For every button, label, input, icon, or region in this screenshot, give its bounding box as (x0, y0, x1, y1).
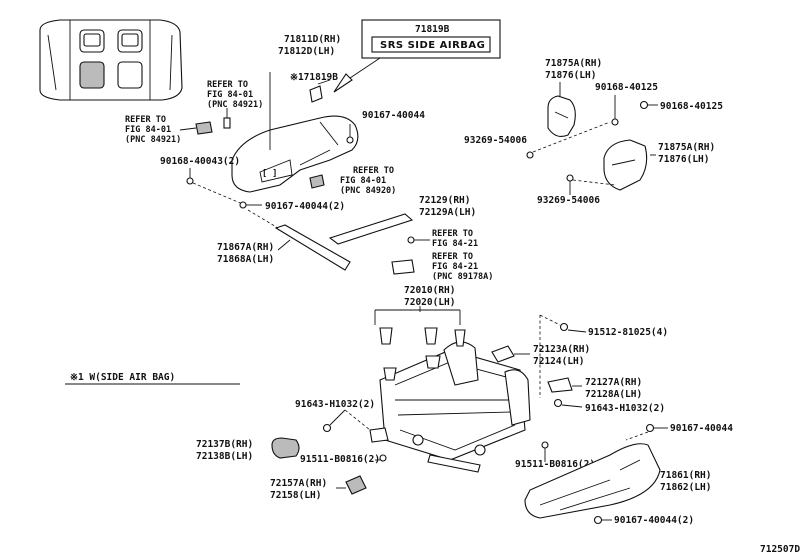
seatback-side-cover: [ ] (231, 115, 359, 193)
ref3-line1: REFER TO (353, 166, 394, 176)
hinge-cover-lower (603, 139, 648, 191)
seat-frame (369, 341, 531, 473)
rail-cover-72129 (328, 213, 414, 245)
label-72124: 72124(LH) (533, 356, 584, 367)
ref1-line1: REFER TO (207, 80, 248, 90)
label-72129: 72129(RH) (419, 195, 470, 206)
label-71867: 71867A(RH) (217, 242, 274, 253)
bolt-93269-a: 93269-54006 (464, 135, 527, 146)
ref1-line3: (PNC 84921) (207, 100, 263, 110)
ref5-line3: (PNC 89178A) (432, 272, 493, 282)
ref3-line2: FIG 84-01 (340, 176, 386, 186)
ref4-line2: FIG 84-21 (432, 239, 478, 249)
label-72010: 72010(RH) (404, 285, 455, 296)
ref2-line3: (PNC 84921) (125, 135, 181, 145)
footnote: ※1 W(SIDE AIR BAG) (70, 372, 175, 383)
car-location-icon (39, 19, 183, 101)
label-71876-b: 71876(LH) (658, 154, 709, 165)
label-71819: ※171819B (290, 72, 338, 83)
bolt-91643-b: 91643-H1032(2) (585, 403, 665, 414)
airbag-part-number: 71819B (415, 24, 450, 35)
bolt-93269-b: 93269-54006 (537, 195, 600, 206)
label-72020: 72020(LH) (404, 297, 455, 308)
airbag-label-box: 71819B SRS SIDE AIRBAG (333, 19, 501, 93)
bolt-91643-a: 91643-H1032(2) (295, 399, 375, 410)
bolt-90167-d: 90167-40044(2) (614, 515, 694, 526)
ref2-line1: REFER TO (125, 115, 166, 125)
bolt-91511-a: 91511-B0816(2) (300, 454, 380, 465)
label-72127: 72127A(RH) (585, 377, 642, 388)
label-71861: 71861(RH) (660, 470, 711, 481)
label-71875-a: 71875A(RH) (545, 58, 602, 69)
ref1-line2: FIG 84-01 (207, 90, 253, 100)
ref5-line1: REFER TO (432, 252, 473, 262)
label-71812: 71812D(LH) (278, 46, 335, 57)
rail-bracket-71867 (274, 224, 351, 271)
diagram-id: 712507D (760, 544, 800, 555)
label-72123: 72123A(RH) (533, 344, 590, 355)
label-72128: 72128A(LH) (585, 389, 642, 400)
label-71876-a: 71876(LH) (545, 70, 596, 81)
label-72137: 72137B(RH) (196, 439, 253, 450)
label-72129a: 72129A(LH) (419, 207, 476, 218)
ref5-line2: FIG 84-21 (432, 262, 478, 272)
label-71862: 71862(LH) (660, 482, 711, 493)
bolt-91512: 91512-81025(4) (588, 327, 668, 338)
label-72138: 72138B(LH) (196, 451, 253, 462)
bolt-90167-b: 90167-40044(2) (265, 201, 345, 212)
bolt-90167-c: 90167-40044 (670, 423, 733, 434)
bolt-91511-b: 91511-B0816(2) (515, 459, 595, 470)
side-shield-71861 (524, 443, 661, 519)
bolt-90167-a: 90167-40044 (362, 110, 425, 121)
airbag-text: SRS SIDE AIRBAG (380, 40, 485, 51)
ref4-line1: REFER TO (432, 229, 473, 239)
bolt-90168-c: 90168-40125 (660, 101, 723, 112)
ref2-line2: FIG 84-01 (125, 125, 171, 135)
bolt-90168-a: 90168-40043(2) (160, 156, 240, 167)
bolt-90168-b: 90168-40125 (595, 82, 658, 93)
label-71811: 71811D(RH) (284, 34, 341, 45)
hinge-cover-upper (547, 95, 576, 137)
label-72158: 72158(LH) (270, 490, 321, 501)
label-71875-b: 71875A(RH) (658, 142, 715, 153)
ref3-line3: (PNC 84920) (340, 186, 396, 196)
label-71868: 71868A(LH) (217, 254, 274, 265)
svg-text:[ ]: [ ] (262, 169, 277, 179)
label-72157: 72157A(RH) (270, 478, 327, 489)
